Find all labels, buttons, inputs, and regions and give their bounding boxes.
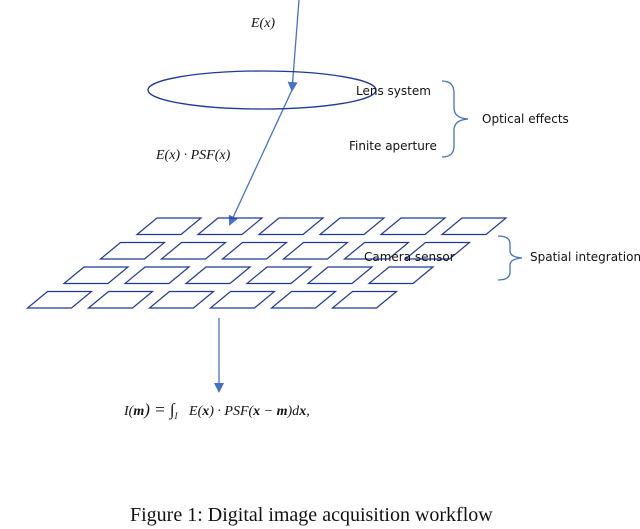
sensor-pixel — [123, 266, 191, 285]
sensor-pixel — [379, 217, 447, 236]
sensor-pixel — [440, 217, 508, 236]
sensor-pixel — [98, 241, 167, 260]
sensor-pixel — [403, 241, 472, 260]
sensor-pixel — [25, 290, 94, 309]
sensor-pixel — [196, 217, 264, 236]
formula-x1: x — [202, 404, 210, 419]
incident-label: E(x) — [251, 16, 276, 31]
after-optics-label: E(x) · PSF(x) — [156, 148, 231, 163]
sensor-pixel — [330, 290, 399, 309]
formula-lhs-end: ) = ∫ — [144, 400, 175, 419]
sensor-pixel — [86, 290, 155, 309]
sensor-pixel — [318, 217, 386, 236]
optical-effects-label: Optical effects — [482, 112, 569, 126]
formula-mid: ) · PSF( — [209, 404, 254, 419]
formula-comma: , — [306, 404, 310, 419]
sensor-pixel — [135, 217, 203, 236]
camera-sensor-label: Camera sensor — [364, 250, 455, 264]
formula-lower-limit: I — [174, 410, 178, 421]
formula-dx: )d — [287, 404, 300, 419]
sensor-pixel — [62, 266, 130, 285]
spatial-integration-label: Spatial integration — [530, 250, 640, 264]
sensor-pixel — [257, 217, 325, 236]
sensor-pixel — [306, 266, 374, 285]
sensor-pixel — [245, 266, 313, 285]
formula-m2: m — [276, 404, 288, 419]
formula-x3: x — [299, 404, 307, 419]
lens-ellipse — [147, 70, 377, 110]
formula-x2: x — [253, 404, 261, 419]
sensor-pixel — [159, 241, 228, 260]
sensor-pixel — [184, 266, 252, 285]
sensor-pixel — [342, 241, 411, 260]
sensor-pixel — [208, 290, 277, 309]
formula-e: E( — [189, 404, 203, 419]
formula-minus: − — [260, 404, 277, 419]
figure-caption: Figure 1: Digital image acquisition work… — [130, 504, 493, 526]
formula-lhs: I( — [124, 404, 134, 419]
sensor-pixel — [147, 290, 216, 309]
sensor-pixel — [269, 290, 338, 309]
sensor-pixel — [367, 266, 435, 285]
refracted-ray — [228, 89, 293, 226]
formula-lhs-m: m — [133, 404, 145, 419]
optical-brace — [441, 80, 469, 158]
sensor-grid — [25, 217, 508, 309]
finite-aperture-label: Finite aperture — [349, 139, 437, 153]
sensor-pixel — [281, 241, 350, 260]
incident-ray — [287, 0, 300, 92]
lens-system-label: Lens system — [356, 84, 431, 98]
sensor-brace — [497, 235, 523, 281]
sensor-pixel — [220, 241, 289, 260]
integration-formula: I(m) = ∫I E(x) · PSF(x − m)dx, — [124, 400, 310, 421]
